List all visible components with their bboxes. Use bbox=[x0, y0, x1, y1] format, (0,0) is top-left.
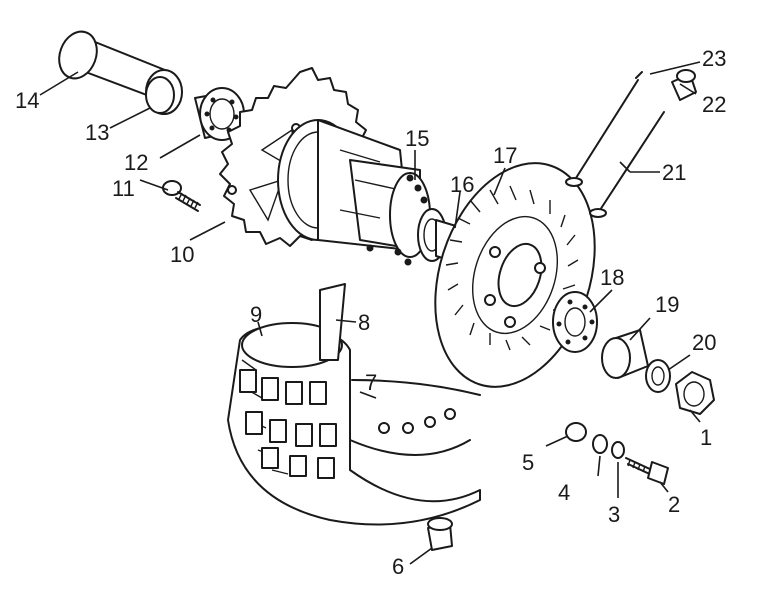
callout-17: 17 bbox=[493, 143, 517, 168]
callout-16: 16 bbox=[450, 172, 474, 197]
part-4-washer bbox=[592, 434, 608, 454]
callout-19: 19 bbox=[655, 292, 679, 317]
callout-7: 7 bbox=[365, 370, 377, 395]
part-13-spacer-ring bbox=[145, 69, 183, 115]
callout-10: 10 bbox=[170, 242, 194, 267]
part-15-hub bbox=[277, 119, 447, 266]
part-7-rim bbox=[349, 379, 481, 456]
callout-9: 9 bbox=[250, 302, 262, 327]
callout-8: 8 bbox=[358, 310, 370, 335]
callout-13: 13 bbox=[85, 120, 109, 145]
part-22-spoke-nipple bbox=[671, 69, 697, 101]
part-8-inner-tube bbox=[319, 283, 346, 361]
callout-6: 6 bbox=[392, 554, 404, 579]
part-23-spoke bbox=[565, 71, 643, 187]
part-2-bolt bbox=[625, 457, 669, 485]
callout-3: 3 bbox=[608, 502, 620, 527]
callout-20: 20 bbox=[692, 330, 716, 355]
callout-15: 15 bbox=[405, 126, 429, 151]
part-5-collar bbox=[565, 422, 587, 442]
part-1-axle-nut bbox=[675, 371, 715, 415]
callout-4: 4 bbox=[558, 480, 570, 505]
part-18-bearing bbox=[552, 291, 598, 353]
part-11-sprocket-bolt bbox=[162, 180, 201, 212]
callout-22: 22 bbox=[702, 92, 726, 117]
callout-23: 23 bbox=[702, 46, 726, 71]
part-21-spoke bbox=[589, 111, 665, 218]
callout-21: 21 bbox=[662, 160, 686, 185]
callout-18: 18 bbox=[600, 265, 624, 290]
part-3-washer bbox=[611, 441, 625, 459]
callout-11: 11 bbox=[112, 176, 135, 201]
callout-labels: 14 13 12 11 10 15 16 17 18 19 20 1 2 3 4… bbox=[15, 46, 726, 579]
part-19-spacer bbox=[601, 329, 649, 379]
callout-12: 12 bbox=[124, 150, 148, 175]
part-9-tire bbox=[227, 322, 481, 526]
part-12-bearing bbox=[194, 87, 245, 141]
callout-14: 14 bbox=[15, 88, 39, 113]
part-20-washer bbox=[645, 359, 671, 393]
part-6-valve bbox=[427, 517, 453, 551]
callout-5: 5 bbox=[522, 450, 534, 475]
part-17-brake-disc bbox=[434, 162, 596, 388]
callout-2: 2 bbox=[668, 492, 680, 517]
callout-1: 1 bbox=[700, 425, 712, 450]
leader-lines bbox=[39, 61, 701, 565]
